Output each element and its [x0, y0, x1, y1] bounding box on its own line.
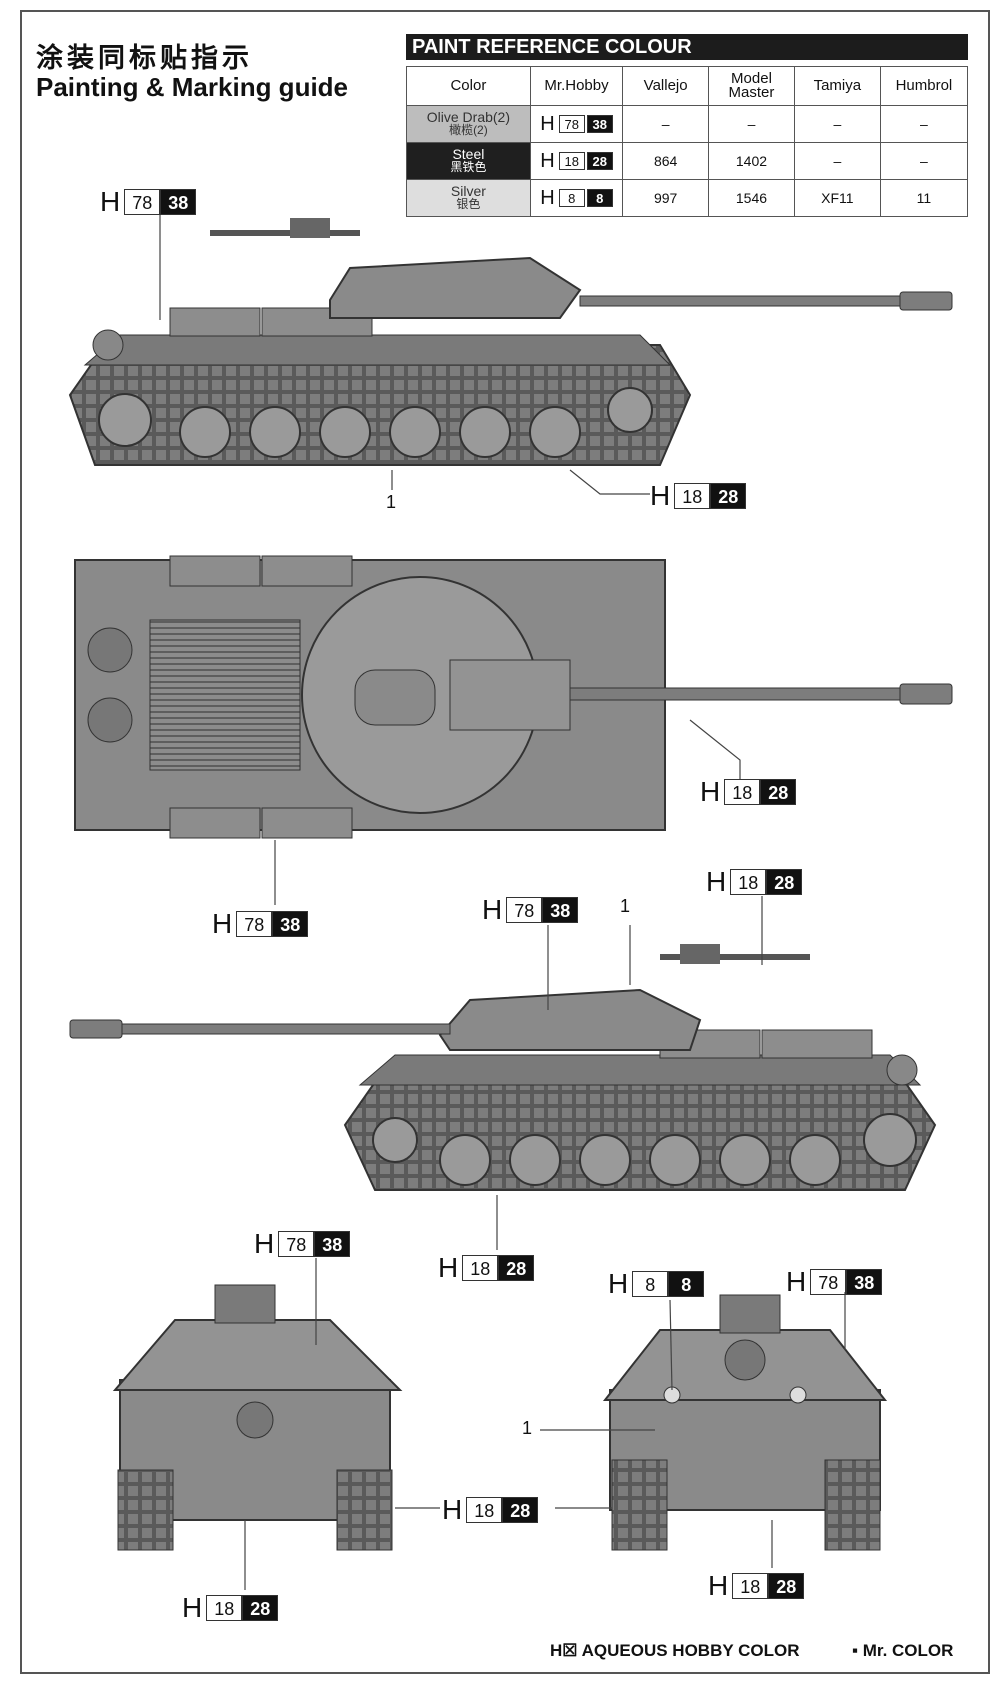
h-code: 18 — [206, 1595, 243, 1621]
rear-view — [112, 1284, 403, 1551]
mr-code: 28 — [760, 779, 797, 805]
h-code: 18 — [730, 869, 767, 895]
mr-code: 28 — [768, 1573, 805, 1599]
mr-code: 8 — [668, 1271, 705, 1297]
color-swatch-silver: Silver 银色 — [406, 179, 531, 217]
h-code: 18 — [466, 1497, 503, 1523]
top-view — [74, 555, 953, 839]
color-name-cn: 橄榄(2) — [449, 123, 488, 137]
mr-code: 28 — [242, 1595, 279, 1621]
mr-code: 38 — [314, 1231, 351, 1257]
color-name: Steel — [452, 146, 485, 162]
title-english: Painting & Marking guide — [36, 72, 349, 102]
marker-1-front: 1 — [522, 1418, 533, 1438]
h-code: 18 — [558, 152, 585, 170]
col-header: Tamiya — [793, 66, 881, 106]
h-code: 18 — [724, 779, 761, 805]
h-code: 8 — [558, 189, 585, 207]
mr-code: 28 — [498, 1255, 535, 1281]
mr-code: 8 — [586, 189, 613, 207]
side-view-left — [69, 944, 937, 1191]
color-name: Olive Drab(2) — [426, 109, 511, 125]
mr-code: 38 — [586, 115, 613, 133]
tamiya-cell: – — [793, 142, 881, 180]
col-header: Mr.Hobby — [529, 66, 624, 106]
table-header-row: Color Mr.Hobby Vallejo Model Master Tami… — [406, 66, 969, 106]
h-code: 78 — [278, 1231, 315, 1257]
title-chinese: 涂装同标贴指示 — [36, 43, 253, 74]
paint-reference-table: Color Mr.Hobby Vallejo Model Master Tami… — [406, 66, 969, 217]
h-code: 78 — [236, 911, 273, 937]
mr-code: 38 — [272, 911, 309, 937]
h-code: 18 — [732, 1573, 769, 1599]
color-swatch-steel: Steel 黑铁色 — [406, 142, 531, 180]
col-header: Humbrol — [879, 66, 969, 106]
mr-code: 28 — [502, 1497, 539, 1523]
h-code: 78 — [558, 115, 585, 133]
page-frame — [20, 10, 990, 1674]
footer-aqueous-legend: H☒ AQUEOUS HOBBY COLOR — [550, 1641, 800, 1660]
tamiya-cell: XF11 — [793, 179, 881, 217]
h-code: 78 — [810, 1269, 847, 1295]
color-name: Silver — [450, 183, 486, 199]
paint-reference-header: PAINT REFERENCE COLOUR — [406, 34, 968, 60]
marker-1-side1: 1 — [386, 492, 397, 512]
mr-code: 28 — [586, 152, 613, 170]
h-code: 78 — [124, 189, 161, 215]
front-view — [602, 1294, 888, 1551]
mr-code: 38 — [846, 1269, 883, 1295]
color-swatch-olive: Olive Drab(2) 橄榄(2) — [406, 105, 531, 143]
humbrol-cell: 11 — [879, 179, 969, 217]
vallejo-cell: 864 — [622, 142, 710, 180]
h-code: 78 — [506, 897, 543, 923]
color-name-cn: 黑铁色 — [450, 160, 487, 174]
color-name-cn: 银色 — [456, 197, 481, 211]
h-code: 18 — [674, 483, 711, 509]
leader-lines — [159, 212, 846, 1590]
h-code: 8 — [632, 1271, 669, 1297]
vallejo-cell: 997 — [622, 179, 710, 217]
h-code: 18 — [462, 1255, 499, 1281]
mr-code: 28 — [710, 483, 747, 509]
mr-code: 28 — [766, 869, 803, 895]
mr-code: 38 — [542, 897, 579, 923]
model-master-cell: – — [708, 105, 795, 143]
model-master-cell: 1546 — [708, 179, 795, 217]
side-view-right — [68, 218, 953, 466]
marker-1-side2: 1 — [620, 896, 631, 916]
footer-mr-color-legend: ▪ Mr. COLOR — [852, 1641, 954, 1660]
mr-code: 38 — [160, 189, 197, 215]
